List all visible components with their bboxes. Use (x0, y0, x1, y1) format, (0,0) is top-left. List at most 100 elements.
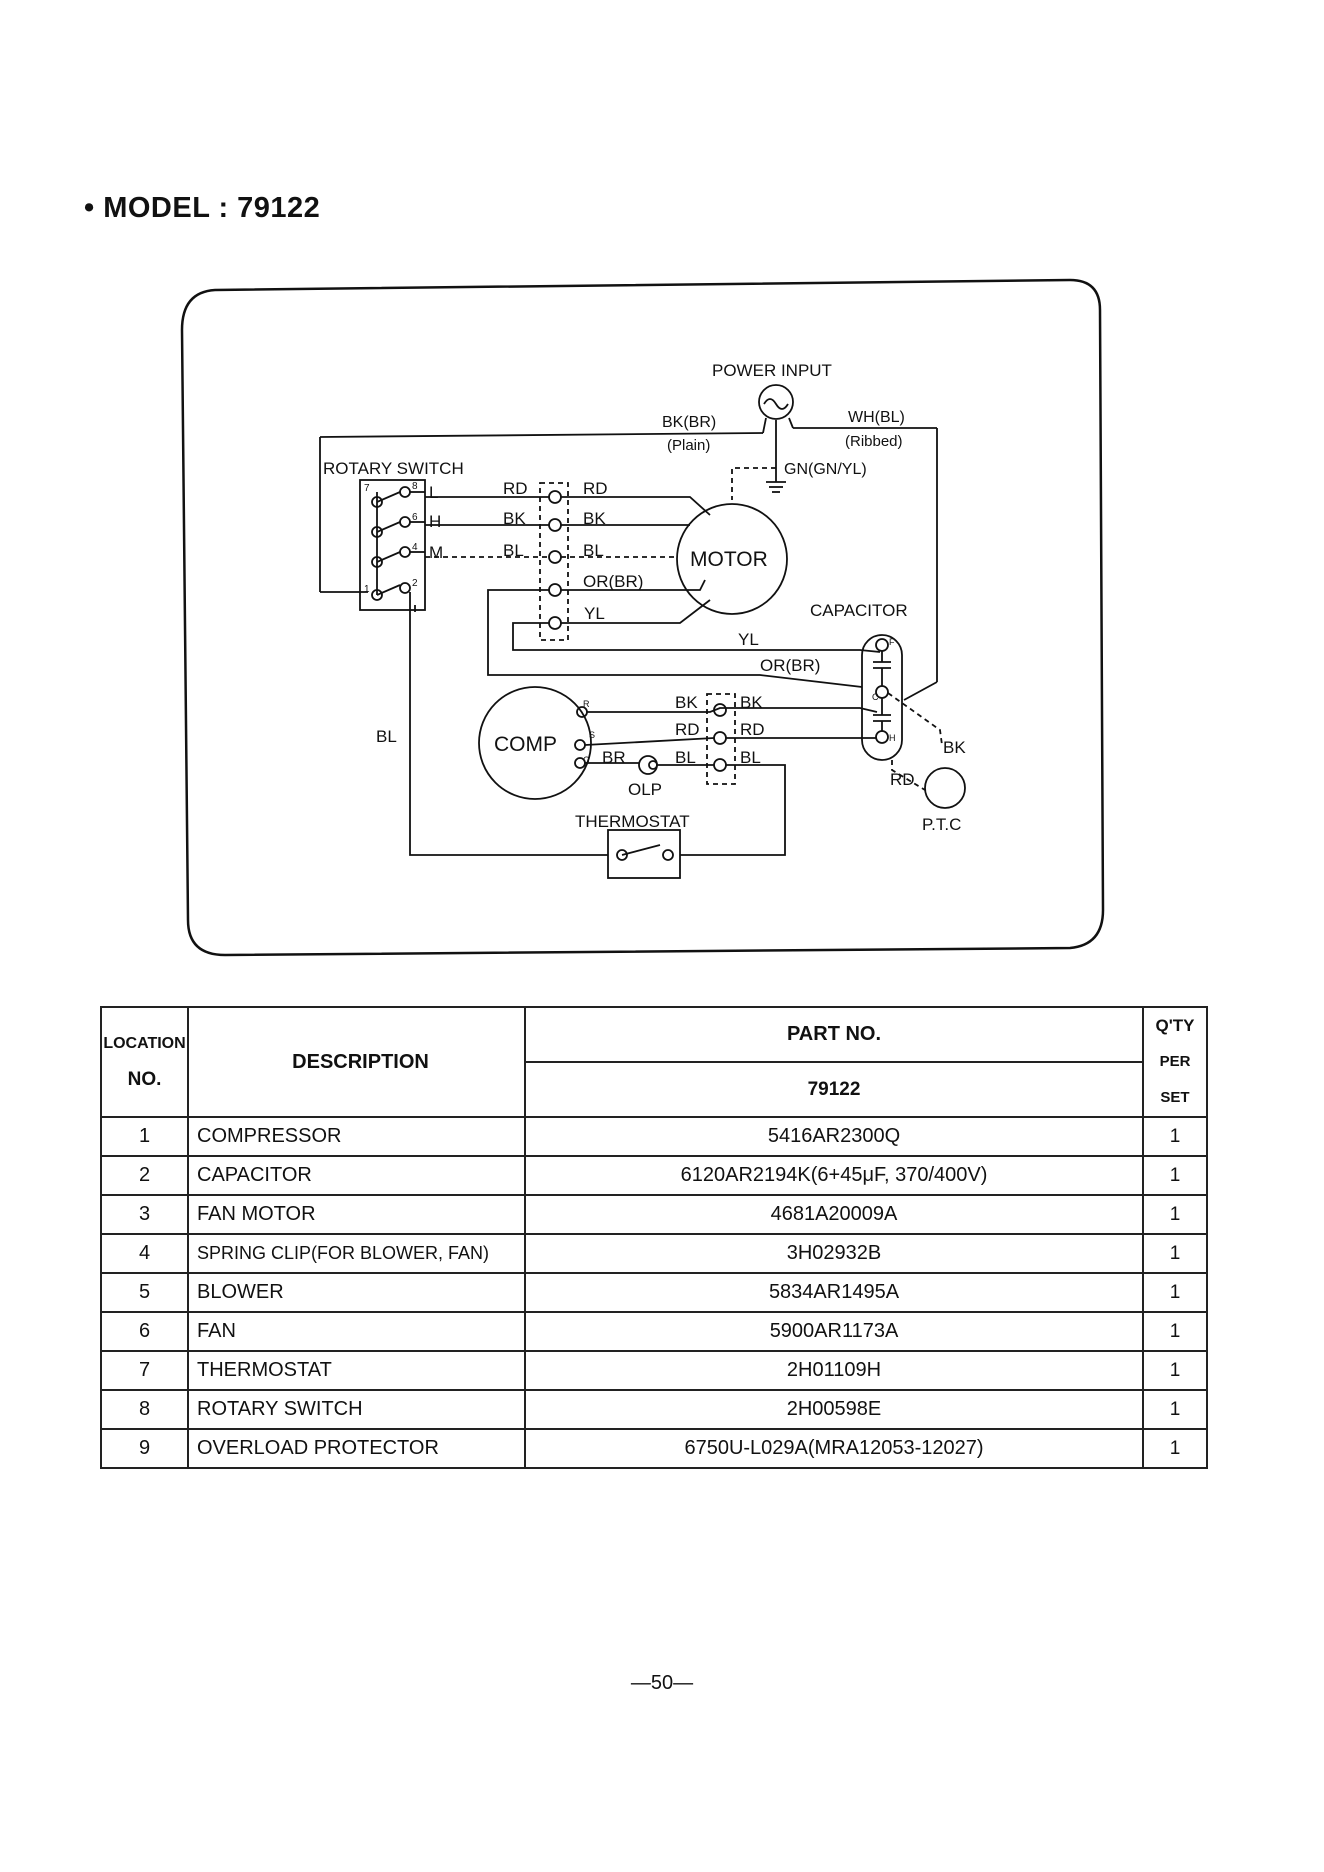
cell-location: 5 (100, 1272, 189, 1313)
label-rotary-switch: ROTARY SWITCH (323, 459, 464, 478)
cell-qty: 1 (1142, 1272, 1208, 1313)
label-power-input: POWER INPUT (712, 361, 832, 380)
capacitor-symbol (861, 634, 903, 761)
wiring-diagram: POWER INPUT BK(BR) (Plain) WH(BL) (Ribbe… (180, 278, 1105, 957)
label-or-br-1: OR(BR) (583, 572, 643, 591)
cell-part-no: 4681A20009A (524, 1194, 1144, 1235)
parts-table: LOCATION NO. DESCRIPTION PART NO. Q'TY P… (100, 1006, 1208, 1469)
ptc-symbol (924, 767, 966, 809)
label-bk-4: BK (740, 693, 763, 712)
thermostat-symbol (607, 829, 681, 879)
table-row: 9 OVERLOAD PROTECTOR 6750U-L029A(MRA1205… (100, 1428, 1208, 1469)
cell-qty: 1 (1142, 1350, 1208, 1391)
sw-term-4: 4 (412, 542, 418, 553)
label-bl-4: BL (740, 748, 761, 767)
cell-qty: 1 (1142, 1155, 1208, 1196)
cell-part-no: 3H02932B (524, 1233, 1144, 1274)
cell-description: OVERLOAD PROTECTOR (187, 1428, 526, 1469)
cell-qty: 1 (1142, 1428, 1208, 1469)
label-plain: (Plain) (667, 437, 710, 454)
cell-location: 6 (100, 1311, 189, 1352)
cell-qty: 1 (1142, 1194, 1208, 1235)
model-title: • MODEL : 79122 (84, 192, 321, 224)
label-br: BR (602, 748, 626, 767)
label-gn: GN(GN/YL) (784, 461, 867, 478)
label-rd-1: RD (503, 479, 528, 498)
header-part-no: PART NO. (524, 1006, 1144, 1063)
cell-part-no: 2H00598E (524, 1389, 1144, 1430)
label-sw-h: H (429, 512, 441, 531)
cell-part-no: 2H01109H (524, 1350, 1144, 1391)
cell-part-no: 6120AR2194K(6+45μF, 370/400V) (524, 1155, 1144, 1196)
cell-description: THERMOSTAT (187, 1350, 526, 1391)
comp-term-c: C (583, 755, 590, 765)
cell-description: SPRING CLIP(FOR BLOWER, FAN) (187, 1233, 526, 1274)
diagram-frame (180, 278, 1105, 957)
rotary-switch-symbol (359, 479, 426, 611)
label-capacitor: CAPACITOR (810, 601, 908, 620)
cell-qty: 1 (1142, 1389, 1208, 1430)
table-row: 5 BLOWER 5834AR1495A 1 (100, 1272, 1208, 1313)
header-location-line1: LOCATION (103, 1035, 186, 1052)
cell-location: 1 (100, 1116, 189, 1157)
label-rd-3: RD (675, 720, 700, 739)
table-row: 6 FAN 5900AR1173A 1 (100, 1311, 1208, 1352)
cell-qty: 1 (1142, 1116, 1208, 1157)
sw-term-1: 1 (364, 584, 370, 595)
comp-term-r: R (583, 699, 590, 709)
label-bl-2: BL (583, 541, 604, 560)
label-rd-2: RD (583, 479, 608, 498)
cell-description: ROTARY SWITCH (187, 1389, 526, 1430)
cell-description: BLOWER (187, 1272, 526, 1313)
cell-part-no: 5900AR1173A (524, 1311, 1144, 1352)
label-bl-1: BL (503, 541, 524, 560)
label-bk-1: BK (503, 509, 526, 528)
label-ribbed: (Ribbed) (845, 433, 903, 450)
label-bk-2: BK (583, 509, 606, 528)
label-wh-bl: WH(BL) (848, 409, 905, 426)
label-ptc: P.T.C (922, 815, 961, 834)
comp-term-s: S (589, 730, 595, 740)
cell-location: 2 (100, 1155, 189, 1196)
cell-location: 7 (100, 1350, 189, 1391)
compressor-symbol (478, 686, 592, 800)
page-number: —50— (630, 1672, 694, 1694)
header-qty-line1: Q'TY (1155, 1016, 1195, 1035)
cell-qty: 1 (1142, 1233, 1208, 1274)
label-bk-ptc: BK (943, 738, 966, 757)
cell-location: 8 (100, 1389, 189, 1430)
label-or-br-2: OR(BR) (760, 656, 820, 675)
label-bk-3: BK (675, 693, 698, 712)
cell-location: 3 (100, 1194, 189, 1235)
label-yl-2: YL (738, 630, 759, 649)
table-row: 3 FAN MOTOR 4681A20009A 1 (100, 1194, 1208, 1235)
fan-motor-symbol (676, 503, 788, 615)
label-bk-br: BK(BR) (662, 414, 716, 431)
header-qty: Q'TY PER SET (1142, 1006, 1208, 1118)
cell-location: 9 (100, 1428, 189, 1469)
table-row: 8 ROTARY SWITCH 2H00598E 1 (100, 1389, 1208, 1430)
label-motor: MOTOR (690, 548, 768, 571)
header-location: LOCATION NO. (100, 1006, 189, 1118)
sw-term-6: 6 (412, 512, 418, 523)
header-location-line2: NO. (127, 1069, 162, 1090)
label-bl-3: BL (675, 748, 696, 767)
sw-term-2: 2 (412, 578, 418, 589)
header-qty-line2: PER SET (1159, 1053, 1191, 1106)
cell-location: 4 (100, 1233, 189, 1274)
cap-term-h: H (889, 733, 896, 743)
label-rd-4: RD (740, 720, 765, 739)
label-thermostat: THERMOSTAT (575, 812, 690, 831)
table-row: 4 SPRING CLIP(FOR BLOWER, FAN) 3H02932B … (100, 1233, 1208, 1274)
label-olp: OLP (628, 780, 662, 799)
cell-part-no: 5834AR1495A (524, 1272, 1144, 1313)
motor-connector-block (539, 482, 569, 641)
table-row: 1 COMPRESSOR 5416AR2300Q 1 (100, 1116, 1208, 1157)
cell-part-no: 6750U-L029A(MRA12053-12027) (524, 1428, 1144, 1469)
sw-term-8: 8 (412, 481, 418, 492)
cell-part-no: 5416AR2300Q (524, 1116, 1144, 1157)
sw-term-7: 7 (364, 483, 370, 494)
cell-description: FAN (187, 1311, 526, 1352)
cell-description: FAN MOTOR (187, 1194, 526, 1235)
label-rd-ptc: RD (890, 770, 915, 789)
